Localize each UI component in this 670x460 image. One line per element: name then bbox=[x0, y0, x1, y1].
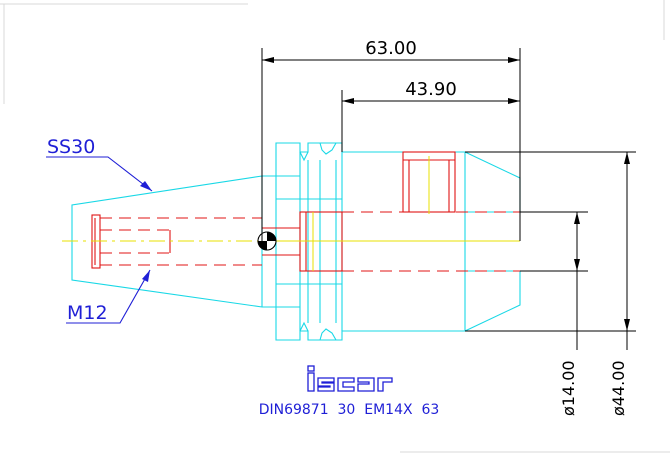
dim-large-diameter: ø44.00 bbox=[609, 360, 628, 416]
label-thread: M12 bbox=[67, 302, 108, 324]
hidden-lines bbox=[91, 151, 520, 272]
dim-small-diameter: ø14.00 bbox=[559, 360, 578, 416]
dim-overall-length: 63.00 bbox=[365, 38, 417, 59]
dimension-lines bbox=[261, 48, 636, 350]
product-code: DIN69871 30 EM14X 63 bbox=[259, 402, 440, 418]
brand-logo: iscar bbox=[307, 365, 393, 392]
centerlines bbox=[62, 156, 520, 271]
label-taper: SS30 bbox=[47, 136, 95, 158]
dim-inner-length: 43.90 bbox=[405, 79, 457, 100]
section-symbol bbox=[257, 231, 277, 251]
annotation-leaders bbox=[46, 156, 153, 324]
